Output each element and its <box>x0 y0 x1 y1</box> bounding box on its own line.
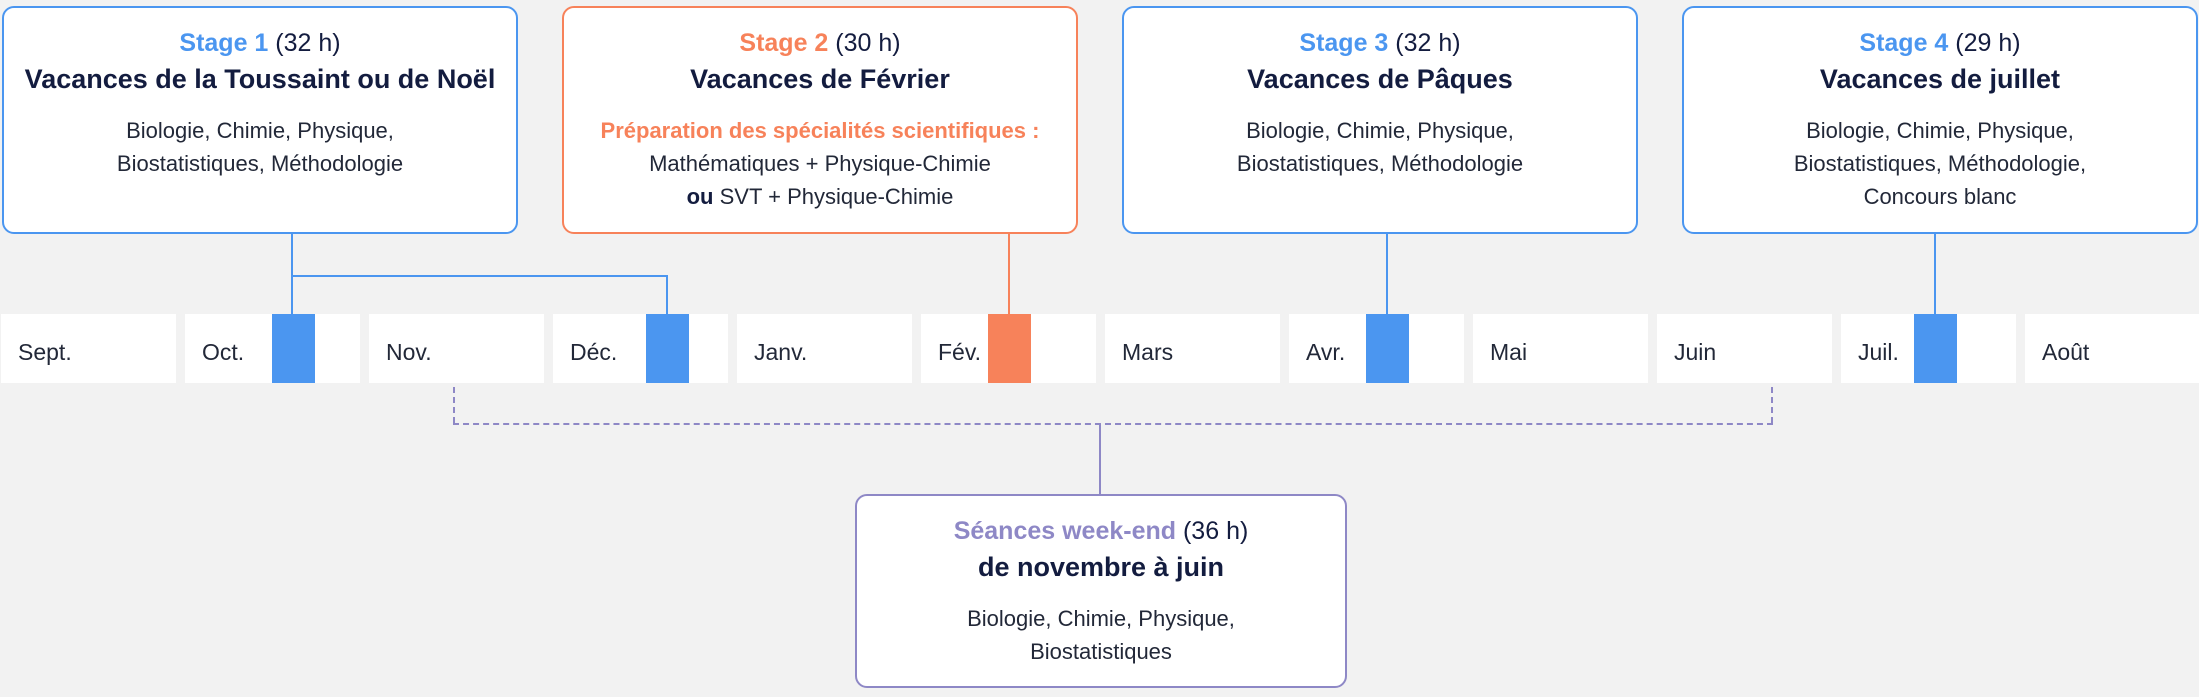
stage-3-description: Biologie, Chimie, Physique, Biostatistiq… <box>1124 114 1636 180</box>
stage-1-branch-horizontal <box>291 275 668 277</box>
stage-4-box: Stage 4 (29 h) Vacances de juillet Biolo… <box>1682 6 2198 234</box>
weekend-desc-line: Biologie, Chimie, Physique, <box>967 606 1235 631</box>
stage-4-description: Biologie, Chimie, Physique, Biostatistiq… <box>1684 114 2196 213</box>
stage-1-desc-line: Biostatistiques, Méthodologie <box>116 151 404 176</box>
stage-1-header: Stage 1 (32 h) <box>4 28 516 58</box>
stage-4-desc-line: Biologie, Chimie, Physique, <box>1806 118 2074 143</box>
weekend-bracket-line <box>453 423 1773 425</box>
stage-4-connector <box>1934 234 1936 314</box>
weekend-description: Biologie, Chimie, Physique, Biostatistiq… <box>857 602 1345 668</box>
stage-2-highlight: Préparation des spécialités scientifique… <box>600 118 1040 143</box>
stage-4-desc-line: Biostatistiques, Méthodologie, <box>1793 151 2087 176</box>
stage-3-marker-apr <box>1366 314 1409 383</box>
stage-1-name: Stage 1 <box>179 29 269 57</box>
month-cell: Mai <box>1473 314 1648 383</box>
stage-2-marker-feb <box>988 314 1031 383</box>
month-cell: Mars <box>1105 314 1280 383</box>
stage-4-header: Stage 4 (29 h) <box>1684 28 2196 58</box>
month-cell: Janv. <box>737 314 912 383</box>
stage-1-hours: (32 h) <box>275 29 341 57</box>
month-cell: Sept. <box>1 314 176 383</box>
month-cell: Déc. <box>553 314 728 383</box>
stage-2-connector <box>1008 234 1010 314</box>
stage-1-branch-drop <box>666 275 668 314</box>
weekend-box: Séances week-end (36 h) de novembre à ju… <box>855 494 1347 688</box>
month-cell: Juin <box>1657 314 1832 383</box>
stage-2-desc-or-line: ou SVT + Physique-Chimie <box>564 180 1076 213</box>
stage-2-description: Préparation des spécialités scientifique… <box>564 114 1076 213</box>
stage-4-marker-jul <box>1914 314 1957 383</box>
stage-1-title: Vacances de la Toussaint ou de Noël <box>24 64 496 94</box>
stage-1-marker-dec <box>646 314 689 383</box>
stage-3-box: Stage 3 (32 h) Vacances de Pâques Biolog… <box>1122 6 1638 234</box>
stage-3-name: Stage 3 <box>1299 29 1389 57</box>
stage-3-connector <box>1386 234 1388 314</box>
stage-3-header: Stage 3 (32 h) <box>1124 28 1636 58</box>
weekend-hours: (36 h) <box>1182 517 1249 545</box>
stage-2-header: Stage 2 (30 h) <box>564 28 1076 58</box>
stage-2-box: Stage 2 (30 h) Vacances de Février Prépa… <box>562 6 1078 234</box>
stage-2-desc-line: Mathématiques + Physique-Chimie <box>649 151 991 176</box>
stage-1-description: Biologie, Chimie, Physique, Biostatistiq… <box>4 114 516 180</box>
stage-1-marker-oct <box>272 314 315 383</box>
stage-2-title: Vacances de Février <box>690 64 950 94</box>
stage-3-desc-line: Biostatistiques, Méthodologie <box>1236 151 1524 176</box>
weekend-connector <box>1099 424 1101 494</box>
stage-4-title: Vacances de juillet <box>1819 64 2061 94</box>
stage-1-desc-line: Biologie, Chimie, Physique, <box>126 118 394 143</box>
month-cell: Nov. <box>369 314 544 383</box>
stage-2-hours: (30 h) <box>835 29 901 57</box>
stage-3-title: Vacances de Pâques <box>1247 64 1513 94</box>
stage-1-box: Stage 1 (32 h) Vacances de la Toussaint … <box>2 6 518 234</box>
weekend-desc-line: Biostatistiques <box>1030 639 1172 664</box>
stage-4-desc-line: Concours blanc <box>1863 184 2017 209</box>
stage-2-name: Stage 2 <box>739 29 829 57</box>
stage-4-hours: (29 h) <box>1955 29 2021 57</box>
stage-2-or-word: ou <box>686 184 714 209</box>
stage-2-or-rest: SVT + Physique-Chimie <box>713 184 954 209</box>
weekend-header: Séances week-end (36 h) <box>857 516 1345 546</box>
weekend-name: Séances week-end <box>953 517 1177 545</box>
stage-3-desc-line: Biologie, Chimie, Physique, <box>1246 118 1514 143</box>
weekend-bracket-right <box>1771 387 1773 423</box>
stage-4-name: Stage 4 <box>1859 29 1949 57</box>
stage-1-connector <box>291 234 293 314</box>
month-cell: Août <box>2025 314 2199 383</box>
weekend-title: de novembre à juin <box>977 552 1225 582</box>
weekend-bracket-left <box>453 387 455 423</box>
stage-3-hours: (32 h) <box>1395 29 1461 57</box>
